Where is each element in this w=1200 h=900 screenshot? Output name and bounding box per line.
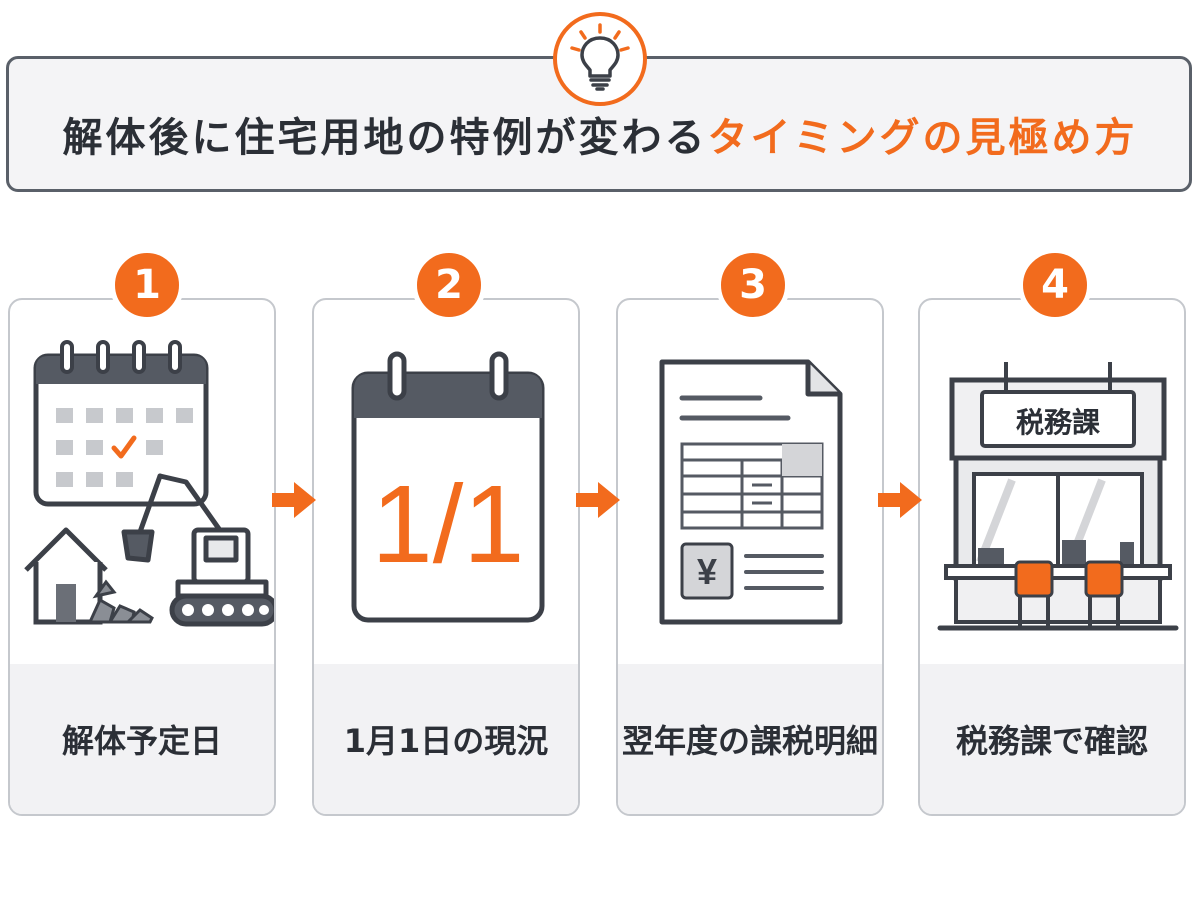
step-2-card: 1/1 1月1日の現況 [312,298,580,816]
step-3-number: 3 [739,262,767,308]
title-main: 解体後に住宅用地の特例が変わる [62,115,708,161]
calendar-jan1-icon: 1/1 [351,351,545,623]
step-2-footer: 1月1日の現況 [314,664,578,814]
arrow-right-icon [272,482,316,518]
step-2-badge: 2 [412,248,486,322]
step-4-footer: 税務課で確認 [920,664,1184,814]
lightbulb-icon [553,12,647,106]
title-accent: タイミングの見極め方 [707,115,1138,161]
step-2-number: 2 [435,262,463,308]
step-4-label: 税務課で確認 [955,722,1148,760]
step-1-label: 解体予定日 [61,722,222,760]
page-title: 解体後に住宅用地の特例が変わるタイミングの見極め方 [0,108,1200,168]
office-sign-text: 税務課 [1016,406,1101,439]
step-1-badge: 1 [110,248,184,322]
step-3-card: ¥ 翌年度の課税明細 [616,298,884,816]
step-3-badge: 3 [716,248,790,322]
arrow-right-icon [576,482,620,518]
step-4-badge: 4 [1018,248,1092,322]
tax-statement-icon: ¥ [659,359,843,625]
step-4-number: 4 [1041,262,1069,308]
arrow-right-icon [878,482,922,518]
step-3-label: 翌年度の課税明細 [621,722,878,760]
tax-office-icon: 税務課 [937,362,1179,631]
step-1-number: 1 [133,262,161,308]
step-3-footer: 翌年度の課税明細 [618,664,882,814]
calendar-demolition-icon [24,340,274,627]
step-1-card: 解体予定日 [8,298,276,816]
yen-symbol: ¥ [697,551,717,592]
step-2-label: 1月1日の現況 [343,722,549,760]
step-4-card: 税務課 税務課で確認 [918,298,1186,816]
step-1-footer: 解体予定日 [10,664,274,814]
calendar-date-text: 1/1 [372,463,525,586]
